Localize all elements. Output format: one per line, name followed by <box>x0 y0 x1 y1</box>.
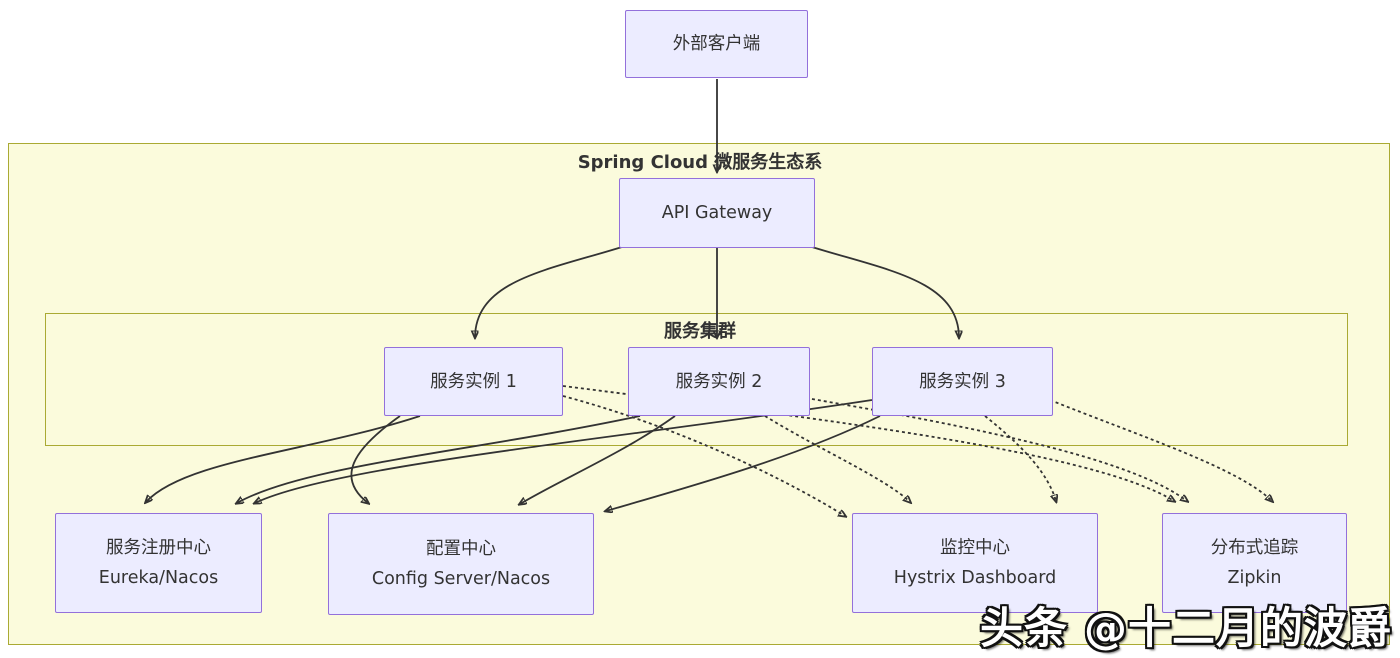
node-external-client: 外部客户端 <box>625 10 808 78</box>
edge-instance1-monitoring <box>562 395 845 516</box>
edge-instance2-tracing <box>805 397 1187 501</box>
edge-instance1-registry <box>146 415 421 502</box>
edge-instance2-registry <box>237 415 641 503</box>
node-external-client-label: 外部客户端 <box>672 34 761 54</box>
node-service-registry-label-en: Eureka/Nacos <box>98 568 219 588</box>
edge-instance3-tracing <box>1049 399 1272 501</box>
node-api-gateway: API Gateway <box>619 178 815 248</box>
node-monitoring-center: 监控中心 Hystrix Dashboard <box>852 513 1098 613</box>
edge-gateway-instance3 <box>811 246 959 337</box>
watermark: 头条 @十二月的波爵 <box>980 604 1392 654</box>
node-distributed-tracing-label-cn: 分布式追踪 <box>1210 538 1299 558</box>
node-service-instance-1: 服务实例 1 <box>384 347 563 416</box>
edge-instance2-monitoring <box>764 415 910 502</box>
node-config-center-label-cn: 配置中心 <box>426 539 496 559</box>
node-config-center-label-en: Config Server/Nacos <box>371 569 551 589</box>
node-service-instance-1-label: 服务实例 1 <box>430 371 517 392</box>
edge-instance3-monitoring <box>984 415 1056 501</box>
node-distributed-tracing: 分布式追踪 Zipkin <box>1162 513 1347 613</box>
node-service-instance-2-label: 服务实例 2 <box>675 371 763 392</box>
node-distributed-tracing-label-en: Zipkin <box>1227 568 1282 588</box>
node-monitoring-center-label-en: Hystrix Dashboard <box>893 568 1057 588</box>
node-service-registry: 服务注册中心 Eureka/Nacos <box>55 513 262 613</box>
node-service-instance-3: 服务实例 3 <box>872 347 1053 416</box>
node-service-instance-3-label: 服务实例 3 <box>919 371 1006 392</box>
node-service-registry-label-cn: 服务注册中心 <box>106 538 211 558</box>
edge-instance1-config <box>350 415 401 503</box>
node-config-center: 配置中心 Config Server/Nacos <box>328 513 594 615</box>
edge-gateway-instance1 <box>475 246 623 337</box>
node-monitoring-center-label-cn: 监控中心 <box>940 538 1010 558</box>
edge-instance3-config <box>606 415 881 511</box>
edge-instance2-config <box>520 415 676 504</box>
edge-instance3-registry <box>255 399 873 503</box>
edge-instance1-tracing <box>562 385 1174 501</box>
node-service-instance-2: 服务实例 2 <box>628 347 810 416</box>
node-api-gateway-label: API Gateway <box>661 203 773 223</box>
